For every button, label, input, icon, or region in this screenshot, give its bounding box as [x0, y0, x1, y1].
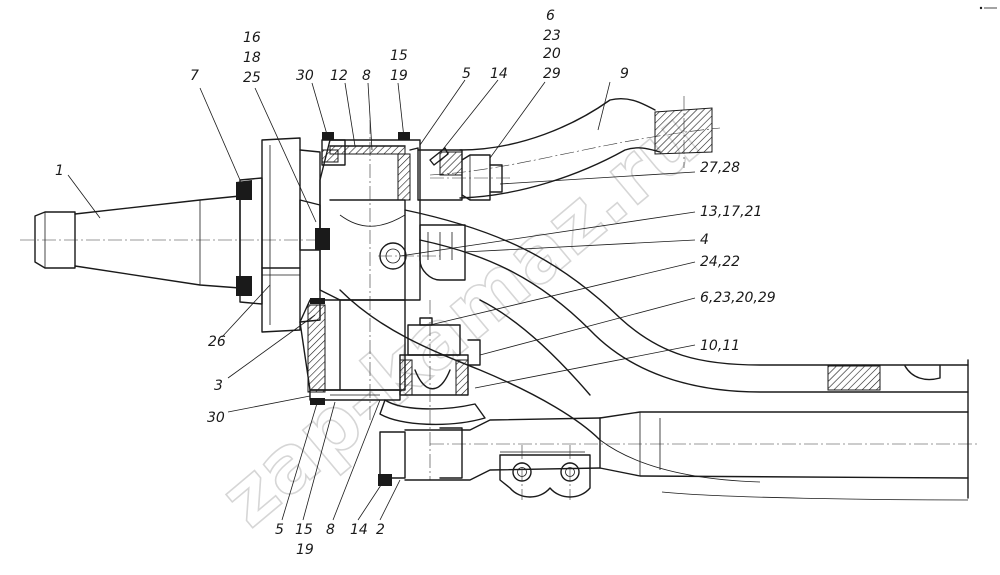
- hub-flange: [236, 137, 321, 333]
- lower-kingpin: [299, 298, 406, 405]
- corner-mark: [979, 6, 997, 10]
- steering-arm-9: [429, 96, 721, 199]
- label-10-11: 10,11: [700, 338, 740, 354]
- label-26: 26: [208, 334, 226, 350]
- label-20-top: 20: [543, 46, 561, 62]
- label-24-22: 24,22: [700, 254, 740, 270]
- callout-labels: 1 7 16 18 25 30 12 8 15 19 5 14 6 23 20 …: [55, 8, 776, 558]
- label-25: 25: [243, 70, 261, 86]
- label-27-28: 27,28: [700, 160, 740, 176]
- label-6-23-20-29: 6,23,20,29: [700, 290, 776, 306]
- spindle-1: [20, 195, 330, 289]
- label-1: 1: [55, 163, 64, 179]
- ball-joint: [379, 300, 486, 480]
- label-6-top: 6: [546, 8, 555, 24]
- label-8-bottom: 8: [326, 522, 335, 538]
- label-14-top: 14: [490, 66, 508, 82]
- leader-lines: [67, 79, 696, 521]
- label-15-top: 15: [390, 48, 408, 64]
- label-5-top: 5: [462, 66, 471, 82]
- label-29-top: 29: [543, 66, 561, 82]
- label-30-top: 30: [296, 68, 314, 84]
- label-7: 7: [190, 68, 199, 84]
- label-18: 18: [243, 50, 261, 66]
- label-16: 16: [243, 30, 261, 46]
- label-2: 2: [376, 522, 385, 538]
- label-8-top: 8: [362, 68, 371, 84]
- label-14-bottom: 14: [350, 522, 368, 538]
- label-5-bottom: 5: [275, 522, 284, 538]
- label-19-bottom: 19: [296, 542, 314, 558]
- label-9: 9: [620, 66, 629, 82]
- axle-beam: [430, 359, 980, 501]
- lower-lever-2: [378, 417, 601, 486]
- label-3: 3: [214, 378, 223, 394]
- label-30-bottom: 30: [207, 410, 225, 426]
- label-12: 12: [330, 68, 348, 84]
- label-4: 4: [700, 232, 709, 248]
- knuckle-body: [299, 120, 466, 420]
- beam-clamp: [499, 445, 591, 500]
- label-13-17-21: 13,17,21: [700, 204, 762, 220]
- tie-rod-arc: [339, 289, 761, 483]
- upper-arm-bolt: [417, 147, 510, 201]
- label-15-bottom: 15: [295, 522, 313, 538]
- label-19-top: 19: [390, 68, 408, 84]
- label-23-top: 23: [543, 28, 561, 44]
